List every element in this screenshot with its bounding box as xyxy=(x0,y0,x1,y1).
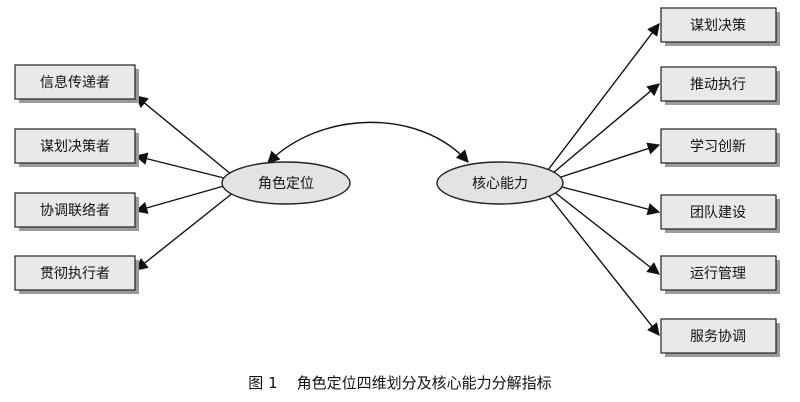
left-center-node: 角色定位 xyxy=(221,161,351,205)
edge-left-4 xyxy=(135,191,235,271)
right-item-3-label: 学习创新 xyxy=(690,139,746,155)
left-item-4-label: 贯彻执行者 xyxy=(40,266,110,282)
left-item-4: 贯彻执行者 xyxy=(14,255,139,294)
right-center-node-label: 核心能力 xyxy=(472,176,528,192)
edge-left-1 xyxy=(135,95,233,176)
figure-caption: 图 1 角色定位四维划分及核心能力分解指标 xyxy=(248,374,551,392)
edge-right-5 xyxy=(552,190,660,275)
right-item-5: 运行管理 xyxy=(660,255,780,294)
edge-right-6 xyxy=(547,194,660,336)
left-item-1: 信息传递者 xyxy=(14,64,139,103)
right-item-1: 谋划决策 xyxy=(660,7,780,46)
bidirectional-curve-arrow xyxy=(267,121,469,164)
right-item-6-label: 服务协调 xyxy=(690,329,746,345)
edge-left-2 xyxy=(134,152,225,179)
edge-left-3 xyxy=(134,185,225,214)
right-item-4-label: 团队建设 xyxy=(690,205,746,221)
left-item-1-label: 信息传递者 xyxy=(40,74,110,91)
right-item-2: 推动执行 xyxy=(660,66,780,105)
edge-right-1 xyxy=(547,22,660,171)
right-item-4: 团队建设 xyxy=(660,194,780,233)
left-item-2: 谋划决策者 xyxy=(14,128,139,167)
left-item-3: 协调联络者 xyxy=(14,192,139,231)
right-item-6: 服务协调 xyxy=(660,318,780,357)
right-center-node: 核心能力 xyxy=(436,161,564,205)
left-item-3-label: 协调联络者 xyxy=(40,203,110,219)
left-item-2-label: 谋划决策者 xyxy=(40,138,110,155)
right-item-5-label: 运行管理 xyxy=(690,266,746,282)
right-item-3: 学习创新 xyxy=(660,128,780,167)
edge-right-3 xyxy=(557,142,661,179)
edge-right-4 xyxy=(557,185,661,216)
edge-right-2 xyxy=(552,83,660,174)
left-center-node-label: 角色定位 xyxy=(258,175,314,192)
right-item-2-label: 推动执行 xyxy=(690,77,746,93)
right-item-1-label: 谋划决策 xyxy=(690,17,746,34)
